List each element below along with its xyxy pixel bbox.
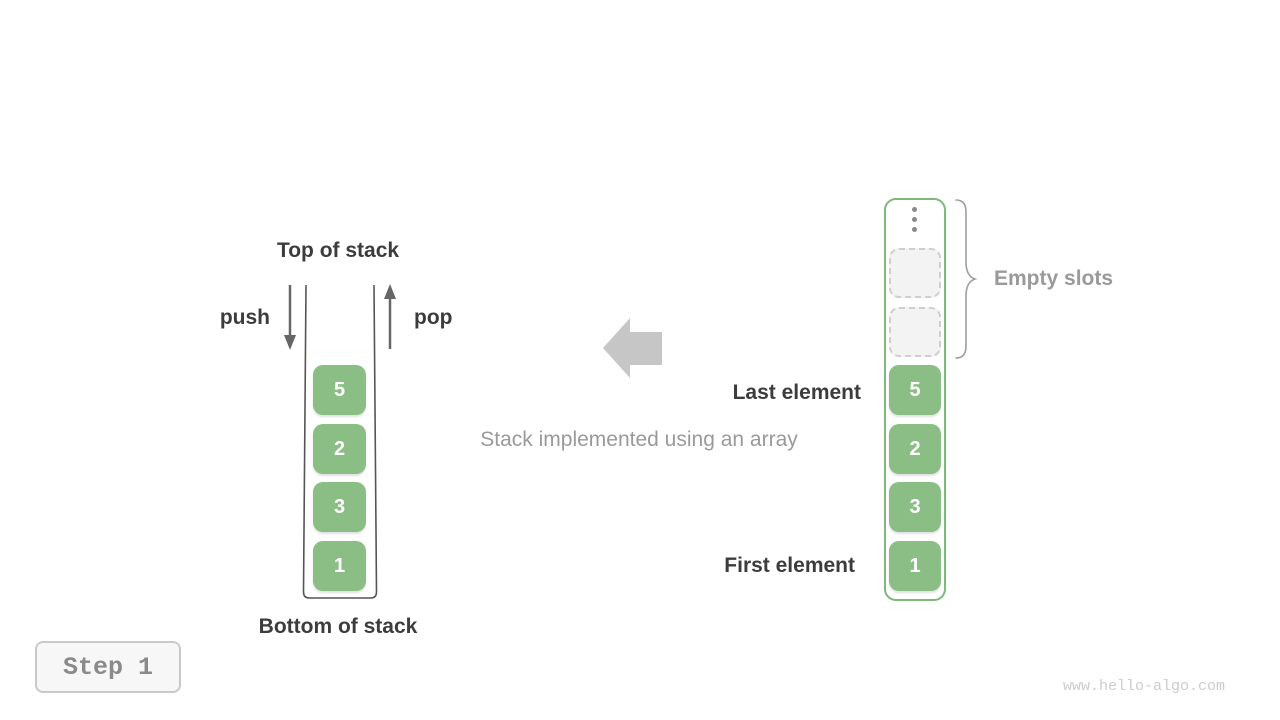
first-element-label: First element <box>724 554 855 577</box>
array-cell: 1 <box>889 541 941 591</box>
step-badge: Step 1 <box>35 641 181 693</box>
push-label: push <box>219 306 270 329</box>
array-cell: 3 <box>889 482 941 532</box>
array-cell: 5 <box>889 365 941 415</box>
empty-slot <box>889 248 941 298</box>
bottom-of-stack-label: Bottom of stack <box>258 615 418 638</box>
stack-container-outline <box>302 284 378 599</box>
center-caption: Stack implemented using an array <box>480 428 798 451</box>
arrow-left-icon <box>603 318 662 378</box>
top-of-stack-label: Top of stack <box>276 239 400 262</box>
array-cell: 2 <box>889 424 941 474</box>
left-stack-cell: 1 <box>313 541 366 591</box>
pop-arrow-up-icon <box>384 284 396 349</box>
left-stack-cell: 3 <box>313 482 366 532</box>
empty-slots-label: Empty slots <box>994 267 1114 290</box>
push-arrow-down-icon <box>284 285 296 350</box>
last-element-label: Last element <box>732 381 861 404</box>
vertical-ellipsis-icon <box>912 207 917 232</box>
empty-slot <box>889 307 941 357</box>
left-stack-cell: 2 <box>313 424 366 474</box>
pop-label: pop <box>414 306 453 329</box>
curly-brace-icon <box>955 199 978 359</box>
watermark: www.hello-algo.com <box>1063 678 1226 695</box>
left-stack-cell: 5 <box>313 365 366 415</box>
